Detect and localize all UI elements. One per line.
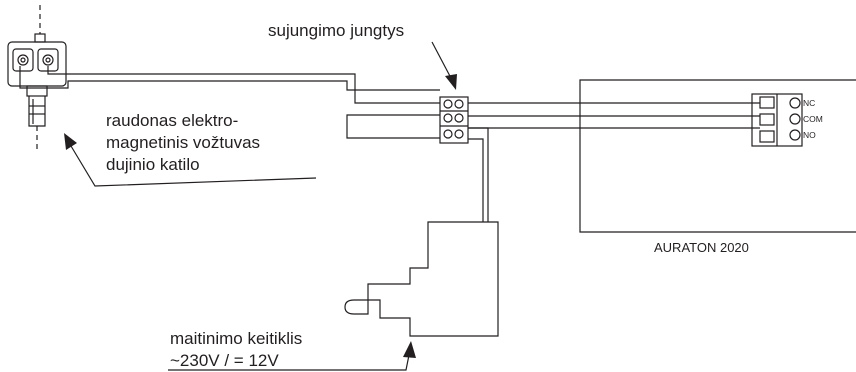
leader-adapter-line bbox=[168, 354, 410, 371]
label-adapter-line1: maitinimo keitiklis bbox=[170, 329, 302, 348]
terminal-label-nc: NC bbox=[803, 98, 815, 108]
valve-screw-left bbox=[17, 54, 29, 66]
label-connector: sujungimo jungtys bbox=[268, 21, 404, 40]
leader-valve bbox=[64, 133, 317, 187]
leader-adapter bbox=[168, 341, 416, 371]
leader-connector-line bbox=[431, 41, 453, 81]
valve-screw-right bbox=[42, 54, 54, 66]
label-valve-line1: raudonas elektro- bbox=[106, 111, 238, 130]
connector-screw-1a bbox=[443, 99, 453, 109]
auraton-box bbox=[579, 79, 856, 233]
label-valve-line3: dujinio katilo bbox=[106, 155, 200, 174]
valve-terminal-left bbox=[12, 48, 34, 72]
terminal-screw-com bbox=[789, 113, 801, 125]
wire-valve-right bbox=[47, 66, 440, 104]
terminal-screw-nc bbox=[789, 97, 801, 109]
arrow-valve bbox=[64, 133, 77, 150]
relay-terminal bbox=[751, 93, 803, 147]
wires bbox=[19, 66, 760, 222]
terminal-slot-no bbox=[759, 130, 775, 143]
valve-screw-left-center bbox=[20, 57, 26, 63]
leader-valve-line bbox=[70, 145, 317, 187]
wire-loop-bottom bbox=[346, 114, 440, 139]
terminal-slot-com bbox=[759, 113, 775, 126]
label-device: AURATON 2020 bbox=[654, 240, 749, 255]
connector-screw-3b bbox=[454, 129, 464, 139]
valve-top-stem bbox=[34, 33, 46, 43]
connector-screw-3a bbox=[443, 129, 453, 139]
arrow-connector bbox=[445, 74, 457, 90]
power-adapter bbox=[344, 221, 499, 337]
label-adapter-line2: ~230V / = 12V bbox=[170, 351, 279, 370]
valve-neck bbox=[26, 85, 48, 97]
terminal-slot-nc bbox=[759, 96, 775, 109]
arrow-adapter bbox=[403, 341, 416, 358]
terminal-label-no: NO bbox=[803, 130, 816, 140]
connector-screw-2a bbox=[443, 113, 453, 123]
connector-screw-2b bbox=[454, 113, 464, 123]
connector-block bbox=[439, 96, 469, 144]
wire-adapter-2 bbox=[468, 138, 484, 222]
valve-nozzle bbox=[28, 96, 46, 127]
terminal-label-com: COM bbox=[803, 114, 823, 124]
wire-valve-left bbox=[19, 66, 440, 91]
terminal-screw-no bbox=[789, 129, 801, 141]
connector-body bbox=[439, 96, 469, 144]
valve-screw-right-center bbox=[45, 57, 51, 63]
wire-adapter-1 bbox=[468, 127, 489, 222]
gas-valve bbox=[7, 5, 67, 150]
label-valve-line2: magnetinis vožtuvas bbox=[106, 133, 260, 152]
connector-screw-1b bbox=[454, 99, 464, 109]
leader-connector bbox=[431, 41, 457, 90]
